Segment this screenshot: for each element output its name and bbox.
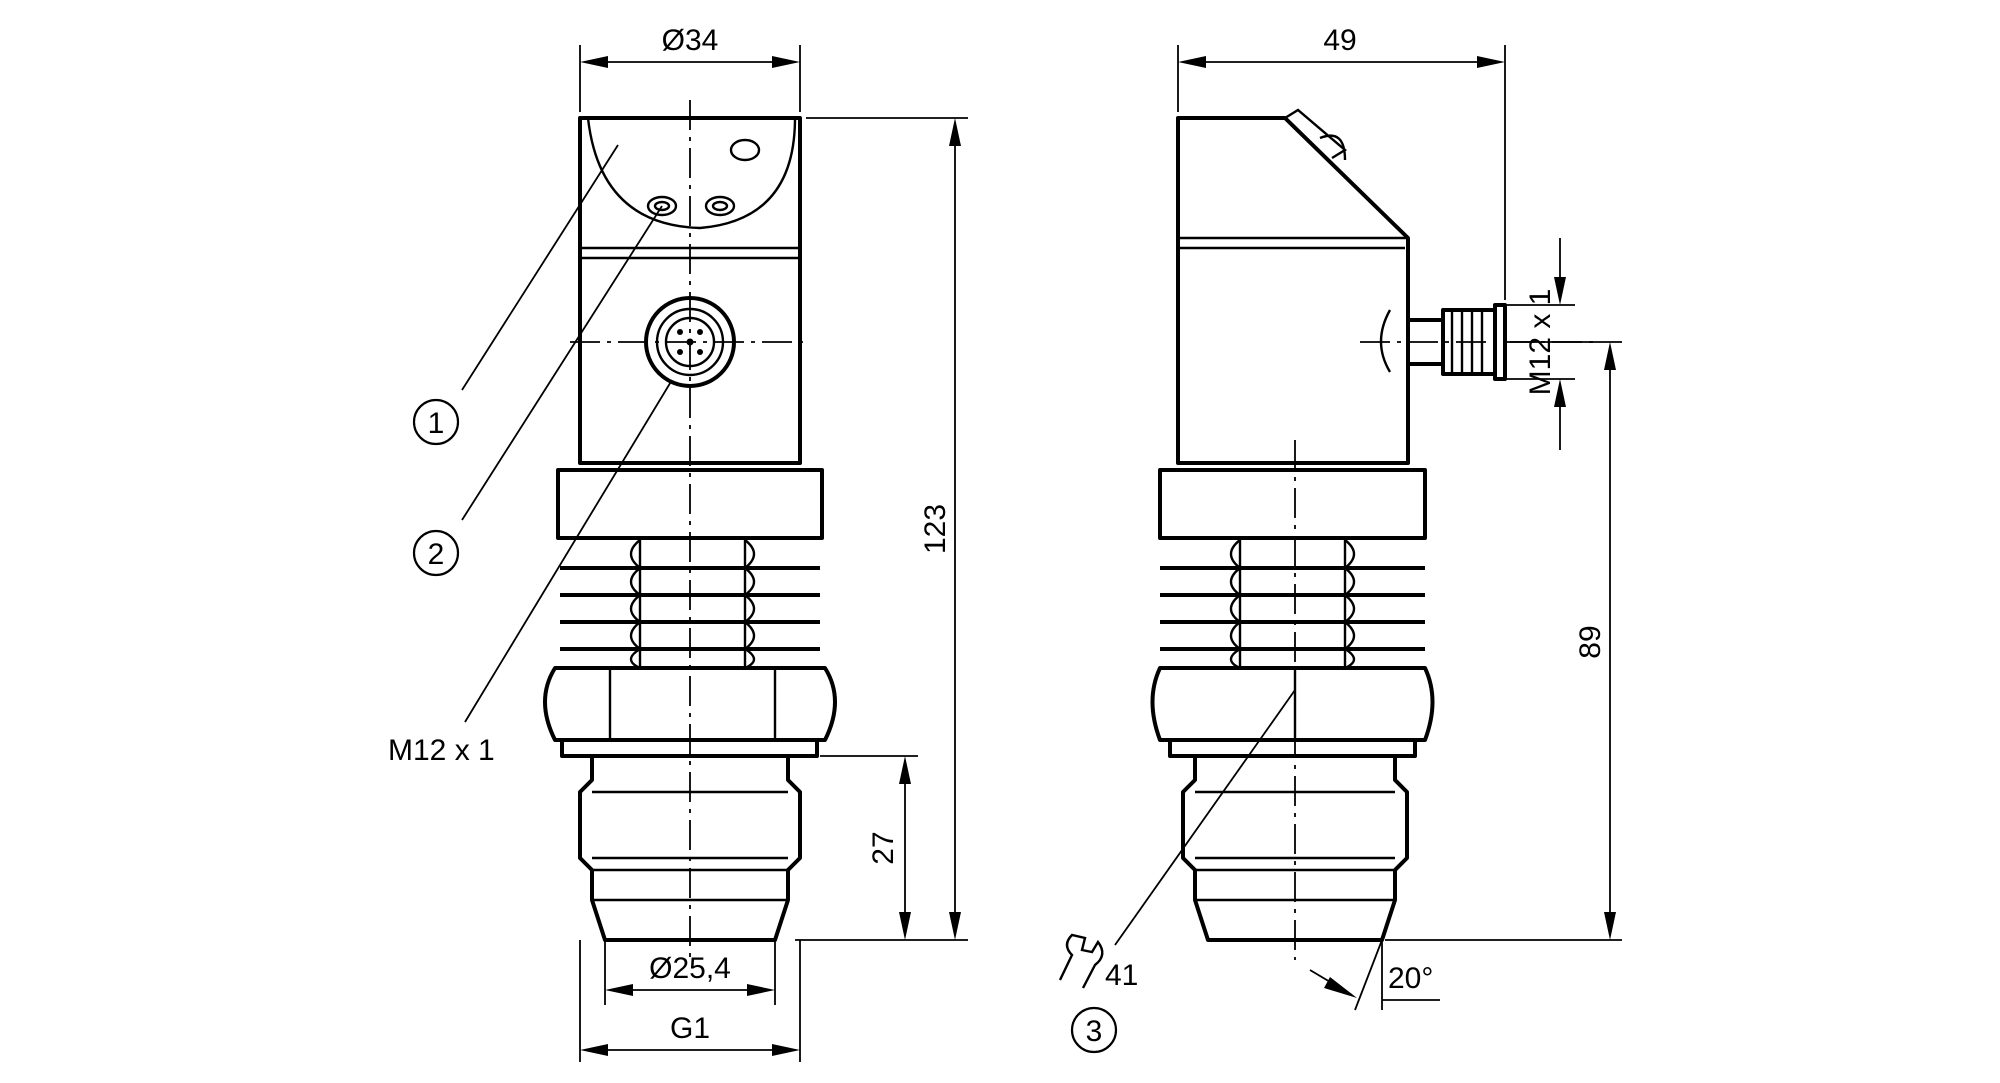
side-view	[1150, 108, 1600, 960]
dim-height-27: 27	[820, 755, 918, 940]
front-view	[543, 100, 837, 960]
dim-thread-g1: G1	[579, 940, 801, 1062]
setting-button-left	[646, 195, 678, 217]
side-hex-nut	[1150, 666, 1435, 758]
callout-1-marker	[412, 398, 460, 446]
side-collar	[1158, 468, 1427, 540]
side-cooling-fins	[1160, 539, 1425, 670]
display-window	[586, 117, 797, 230]
setting-button-right	[704, 195, 736, 217]
dim-label-123: 123	[919, 504, 952, 554]
side-display-bezel	[1284, 108, 1348, 160]
dim-label-27: 27	[867, 831, 900, 864]
dim-diameter-25-4: Ø25,4	[604, 940, 776, 1005]
callout-2-marker	[412, 529, 460, 577]
callout-1: 1	[428, 407, 445, 440]
dim-label-20deg: 20°	[1388, 962, 1433, 995]
dim-label-m12-side: M12 x 1	[1524, 289, 1557, 396]
dim-width-49: 49	[1177, 24, 1506, 300]
callout-3-marker	[1070, 1006, 1118, 1054]
dim-label-g1: G1	[670, 1012, 710, 1045]
callout-2: 2	[428, 538, 445, 571]
label-wrench-41: 41	[1105, 959, 1138, 992]
callout-3: 3	[1086, 1015, 1103, 1048]
dim-height-89: 89	[1385, 341, 1622, 941]
wrench-icon	[1058, 933, 1104, 989]
dim-label-d25-4: Ø25,4	[649, 952, 731, 985]
dim-height-123: 123	[795, 117, 968, 941]
label-m12-front: M12 x 1	[388, 734, 495, 767]
dim-connector-side: M12 x 1	[1505, 238, 1575, 450]
dim-label-89: 89	[1574, 625, 1607, 658]
dim-label-49: 49	[1323, 24, 1356, 57]
dim-diameter-34: Ø34	[579, 24, 801, 112]
dim-label-d34: Ø34	[662, 24, 719, 57]
dim-angle-20: 20°	[1309, 939, 1440, 1011]
led-indicator	[729, 138, 761, 162]
side-housing	[1176, 116, 1410, 465]
